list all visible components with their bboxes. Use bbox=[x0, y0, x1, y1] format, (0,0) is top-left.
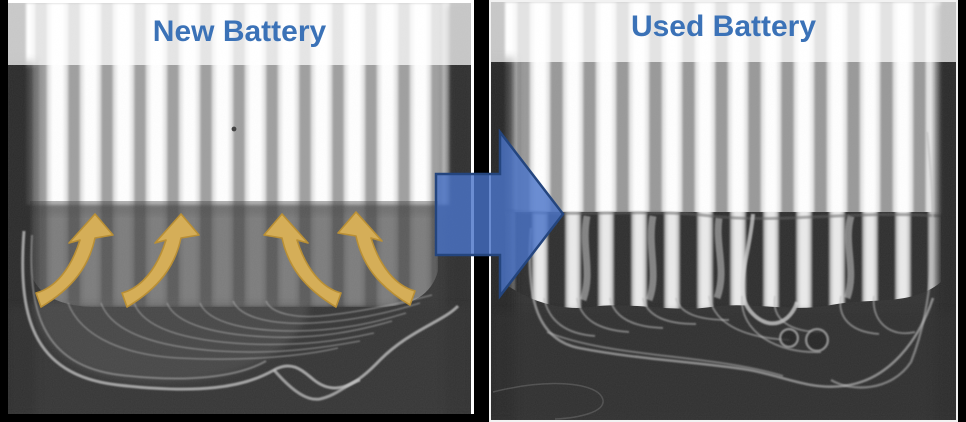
title-band bbox=[8, 3, 471, 65]
new-battery-panel: New Battery bbox=[8, 0, 474, 414]
panel-title-used: Used Battery bbox=[630, 10, 817, 43]
used-battery-panel: Used Battery bbox=[489, 0, 958, 422]
title-band bbox=[491, 2, 956, 62]
film-grain bbox=[491, 2, 956, 420]
panel-title-new: New Battery bbox=[152, 15, 327, 48]
used-battery-xray-image bbox=[491, 2, 956, 420]
film-grain bbox=[8, 3, 471, 414]
